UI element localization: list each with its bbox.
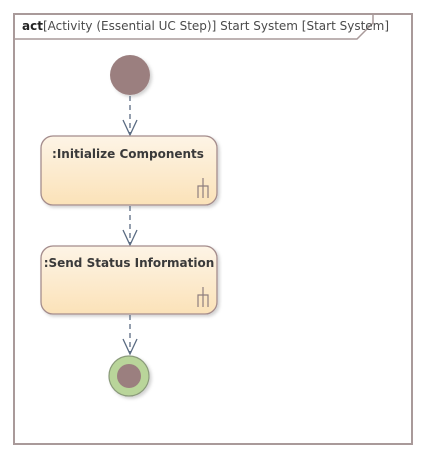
activity-final-node[interactable] — [108, 355, 150, 397]
edge-initialize-to-send-status[interactable] — [122, 206, 138, 247]
edge-initial-to-initialize[interactable] — [122, 96, 138, 137]
frame-keyword: act — [22, 19, 43, 33]
initial-node[interactable] — [110, 55, 150, 95]
rake-icon — [197, 178, 209, 198]
rake-icon — [197, 287, 209, 307]
frame-tab-outline — [15, 15, 374, 40]
frame-title: act[Activity (Essential UC Step)] Start … — [22, 19, 389, 33]
action-send-status-information-label: :Send Status Information — [44, 256, 215, 270]
frame-title-text: [Activity (Essential UC Step)] Start Sys… — [42, 19, 390, 33]
edge-send-status-to-final[interactable] — [122, 315, 138, 356]
activity-diagram-frame: act[Activity (Essential UC Step)] Start … — [13, 13, 413, 445]
action-initialize-components[interactable]: :Initialize Components — [40, 135, 218, 206]
action-send-status-information[interactable]: :Send Status Information — [40, 245, 218, 315]
action-initialize-components-label: :Initialize Components — [52, 147, 204, 161]
